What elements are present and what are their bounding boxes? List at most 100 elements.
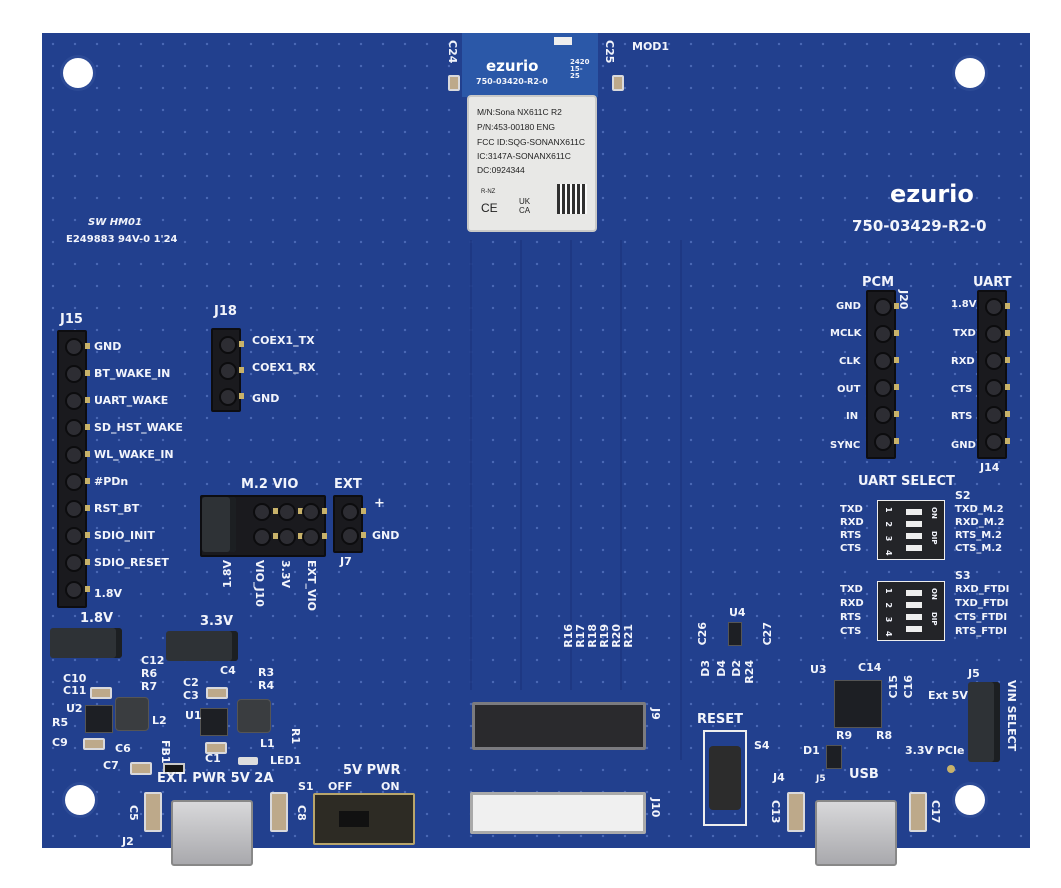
j15-label: WL_WAKE_IN xyxy=(94,448,174,461)
uart-label: TXD xyxy=(953,328,976,339)
ftdi-micro-usb[interactable] xyxy=(815,800,897,866)
s2-right-label: RTS_M.2 xyxy=(955,530,1002,541)
ref-j14: J14 xyxy=(980,461,1000,474)
ref: D3 xyxy=(699,660,712,677)
j15-label: RST_BT xyxy=(94,502,140,515)
pcm-header[interactable] xyxy=(866,290,899,459)
ref: R17 xyxy=(574,624,587,648)
m2vio-jumper[interactable] xyxy=(202,497,236,552)
ext-title: EXT xyxy=(334,477,362,492)
switch-off-label: OFF xyxy=(328,780,353,793)
reset-button[interactable] xyxy=(709,746,741,810)
led1-label: LED1 xyxy=(270,754,302,767)
uart-header[interactable] xyxy=(977,290,1010,459)
j9-connector[interactable] xyxy=(472,702,646,750)
ext5v-label: Ext 5V xyxy=(928,689,968,702)
j15-label: GND xyxy=(94,340,122,353)
s3-dip-switch[interactable]: ON DIP 1 2 3 4 xyxy=(877,581,945,641)
j15-label: SDIO_RESET xyxy=(94,556,169,569)
pcm-title: PCM xyxy=(862,275,895,290)
ref-c24: C24 xyxy=(446,40,459,64)
u2-regulator xyxy=(85,705,113,733)
antenna-chip xyxy=(554,37,572,45)
module-pn: P/N:453-00180 ENG xyxy=(477,122,555,132)
ref-j18: J18 xyxy=(214,304,237,319)
module-logo: ezurio xyxy=(486,57,539,75)
ref: C7 xyxy=(103,759,119,772)
j15-header[interactable] xyxy=(57,330,90,608)
capacitor xyxy=(448,75,460,91)
mounting-hole xyxy=(63,58,93,88)
ref: C8 xyxy=(295,805,308,821)
test-pad xyxy=(947,765,955,773)
ref: C5 xyxy=(127,805,140,821)
s3-left-label: CTS xyxy=(840,626,862,637)
ref-j4: J4 xyxy=(773,771,785,784)
ext-power-micro-usb[interactable] xyxy=(171,800,253,866)
s2-left-label: TXD xyxy=(840,504,863,515)
ref: FB1 xyxy=(159,740,172,764)
ref: C2 xyxy=(183,676,199,689)
u3-ftdi-chip xyxy=(834,680,882,728)
ref: R16 xyxy=(562,624,575,648)
s3-left-label: TXD xyxy=(840,584,863,595)
mounting-hole xyxy=(65,785,95,815)
ref: U1 xyxy=(185,709,202,722)
ref: R19 xyxy=(598,624,611,648)
mounting-hole xyxy=(955,785,985,815)
uart-label: 1.8V xyxy=(951,299,977,310)
ref: C11 xyxy=(63,684,87,697)
pcm-label: GND xyxy=(836,301,861,312)
trace xyxy=(620,240,622,690)
s3-left-label: RXD xyxy=(840,598,864,609)
uart-label: CTS xyxy=(951,384,973,395)
ref: R24 xyxy=(743,660,756,684)
j3-1v8-jumper[interactable] xyxy=(50,628,122,658)
ext-vio-header[interactable] xyxy=(333,495,366,553)
ref: R5 xyxy=(52,716,69,729)
ref-j7: J7 xyxy=(340,555,352,568)
uart-title: UART xyxy=(973,275,1012,290)
ref: R6 xyxy=(141,667,158,680)
reset-label: RESET xyxy=(697,712,744,727)
ref: R20 xyxy=(610,624,623,648)
ref: C13 xyxy=(769,800,782,824)
trace xyxy=(470,240,472,690)
ext-pwr-label: EXT. PWR 5V 2A xyxy=(157,771,274,786)
pwr-switch-title: 5V PWR xyxy=(343,763,401,778)
switch-knob[interactable] xyxy=(339,811,369,827)
ref: U3 xyxy=(810,663,827,676)
ref-s3: S3 xyxy=(955,569,971,582)
capacitor-c8 xyxy=(270,792,288,832)
ref: D1 xyxy=(803,744,820,757)
j18-label: GND xyxy=(252,392,280,405)
j15-label: UART_WAKE xyxy=(94,394,169,407)
ref: R9 xyxy=(836,729,853,742)
trace xyxy=(680,240,682,760)
ref: C27 xyxy=(761,622,774,646)
s3-left-label: RTS xyxy=(840,612,862,623)
fb1-ferrite xyxy=(163,763,185,774)
trace xyxy=(520,240,522,690)
ref-j2: J2 xyxy=(122,835,134,848)
ref: R7 xyxy=(141,680,158,693)
j1-3v3-jumper[interactable] xyxy=(166,631,238,661)
sona-nx611c-module: M/N:Sona NX611C R2 P/N:453-00180 ENG FCC… xyxy=(467,95,597,232)
j18-header[interactable] xyxy=(211,328,244,412)
ukca-mark: UK CA xyxy=(519,197,531,215)
ref: R18 xyxy=(586,624,599,648)
5v-power-slide-switch[interactable] xyxy=(313,793,415,845)
module-fcc: FCC ID:SQG-SONANX611C xyxy=(477,137,586,147)
j10-m2-connector[interactable] xyxy=(470,792,646,834)
s2-dip-switch[interactable]: ON DIP 1 2 3 4 xyxy=(877,500,945,560)
l2-inductor xyxy=(115,697,149,731)
ref: C16 xyxy=(902,675,915,699)
j15-label: SDIO_INIT xyxy=(94,529,155,542)
pcm-label: SYNC xyxy=(830,440,861,451)
m2vio-label: VIO_J10 xyxy=(253,560,266,607)
ref: C14 xyxy=(858,661,882,674)
uart-label: RXD xyxy=(951,356,975,367)
vin-select-jumper[interactable] xyxy=(968,682,1000,762)
ref: D2 xyxy=(730,660,743,677)
ref: C26 xyxy=(696,622,709,646)
